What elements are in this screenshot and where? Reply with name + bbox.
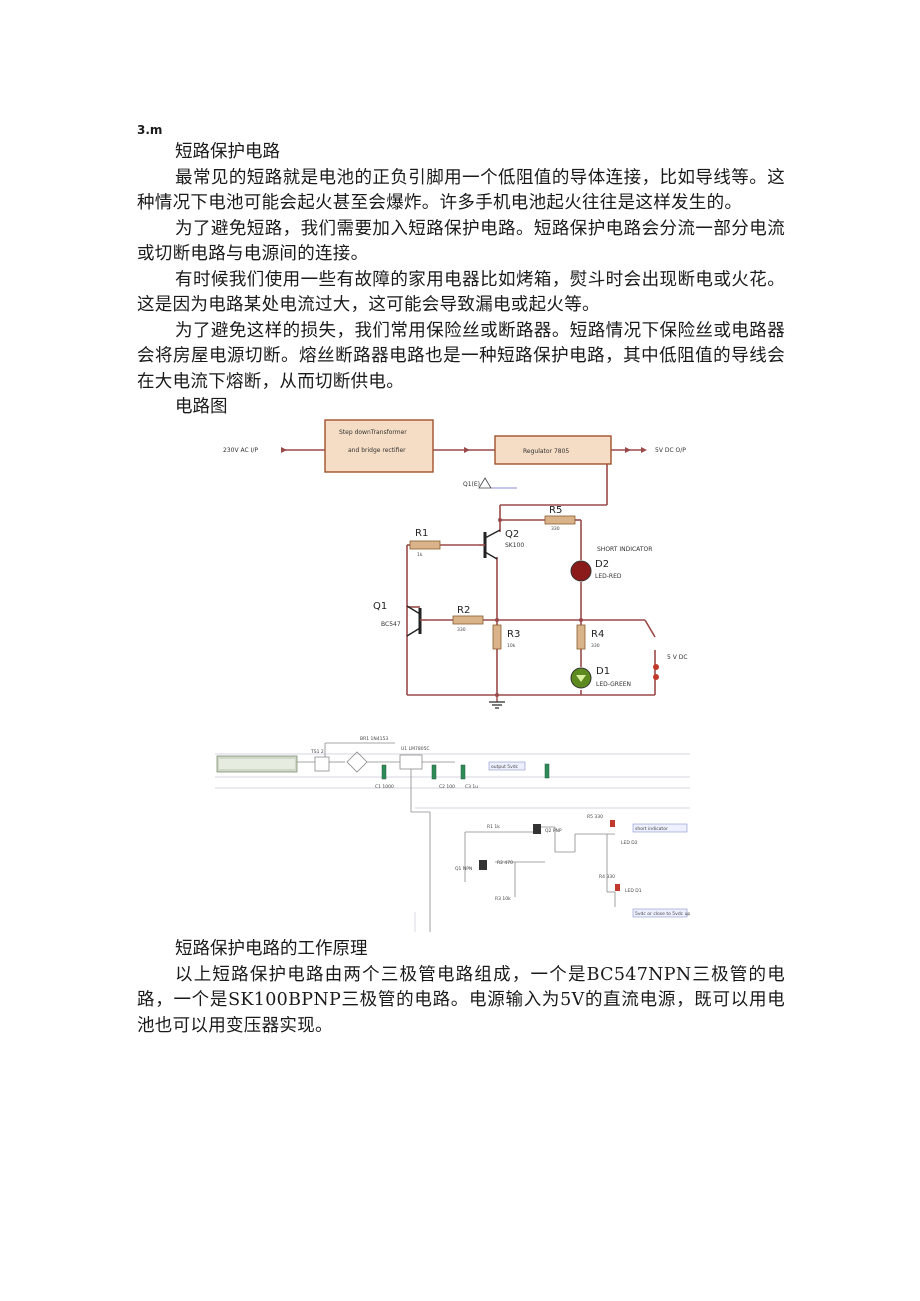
supply-label: 5 V DC: [667, 654, 688, 661]
bb-r3: R3 10k: [495, 896, 511, 902]
bb-regulator: U1 LM7805C: [401, 746, 430, 752]
section-heading: 短路保护电路: [175, 142, 280, 162]
bb-c1: C1 1000: [375, 784, 394, 790]
transformer-label-2: and bridge rectifier: [348, 447, 406, 454]
r3-label: R3: [507, 629, 520, 640]
r4-value: 330: [591, 643, 600, 649]
bb-r4: R4 330: [599, 874, 615, 880]
paragraph: 为了避免短路，我们需要加入短路保护电路。短路保护电路会分流一部分电流或切断电路与…: [137, 218, 785, 265]
r4-label: R4: [591, 629, 604, 640]
r5-label: R5: [549, 505, 562, 516]
bb-q2: Q2 PNP: [545, 828, 562, 834]
bb-r1: R1 1k: [487, 824, 500, 830]
bb-bridge: BR1 1N4153: [360, 736, 388, 742]
r1-value: 1k: [417, 552, 423, 558]
q2-label: Q2: [505, 529, 519, 540]
d2-label: D2: [595, 559, 609, 570]
transformer-label: Step downTransformer: [339, 429, 407, 436]
bb-output: output 5vdc: [491, 764, 519, 770]
q1e-label: Q1(E): [463, 481, 480, 488]
section-intro: 短路保护电路 最常见的短路就是电池的正负引脚用一个低阻值的导体连接，比如导线等。…: [137, 140, 785, 421]
d1-part: LED-GREEN: [596, 681, 631, 688]
circuit-schematic: 230V AC I/P Step downTransformer and bri…: [223, 419, 688, 709]
r2-label: R2: [457, 605, 470, 616]
paragraph: 以上短路保护电路由两个三极管电路组成，一个是BC547NPN三极管的电路，一个是…: [137, 964, 785, 1036]
input-label: 230V AC I/P: [223, 447, 258, 454]
q2-part: SK100: [505, 542, 524, 549]
paragraph: 为了避免这样的损失，我们常用保险丝或断路器。短路情况下保险丝或电路器会将房屋电源…: [137, 320, 785, 392]
q1-part: BC547: [381, 621, 401, 628]
bb-led2: LED D2: [621, 840, 638, 846]
figure-caption: 电路图: [175, 397, 228, 417]
d1-label: D1: [596, 666, 610, 677]
page-marker: 3.m: [137, 123, 163, 137]
r5-value: 330: [551, 526, 560, 532]
section-principle: 短路保护电路的工作原理 以上短路保护电路由两个三极管电路组成，一个是BC547N…: [137, 937, 785, 1039]
d2-part: LED-RED: [595, 573, 622, 580]
paragraph: 有时候我们使用一些有故障的家用电器比如烤箱，熨斗时会出现断电或火花。这是因为电路…: [137, 269, 785, 316]
paragraph: 最常见的短路就是电池的正负引脚用一个低阻值的导体连接，比如导线等。这种情况下电池…: [137, 167, 785, 214]
breadboard-diagram: TS1 2 BR1 1N4153 U1 LM7805C C1 1000 C2 1…: [215, 736, 690, 932]
bb-led1: LED D1: [625, 888, 642, 894]
short-indicator-label: SHORT INDICATOR: [597, 546, 652, 553]
section-heading: 短路保护电路的工作原理: [175, 939, 368, 959]
q1-label: Q1: [373, 601, 387, 612]
r2-value: 330: [457, 627, 466, 633]
bb-r2: R2 470: [497, 860, 513, 866]
r3-value: 10k: [507, 643, 516, 649]
bb-ts: TS1 2: [310, 749, 324, 755]
regulator-label: Regulator 7805: [523, 448, 569, 455]
bb-switch-note: 5vdc or close to 5vdc up: [635, 911, 690, 917]
bb-r5: R5 330: [587, 814, 603, 820]
output-label: 5V DC O/P: [655, 447, 686, 454]
bb-c2: C2 100: [439, 784, 455, 790]
bb-q1: Q1 NPN: [455, 866, 472, 872]
bb-c3: C3 1u: [465, 784, 478, 790]
r1-label: R1: [415, 528, 428, 539]
bb-short-indicator: short indicator: [635, 826, 668, 832]
